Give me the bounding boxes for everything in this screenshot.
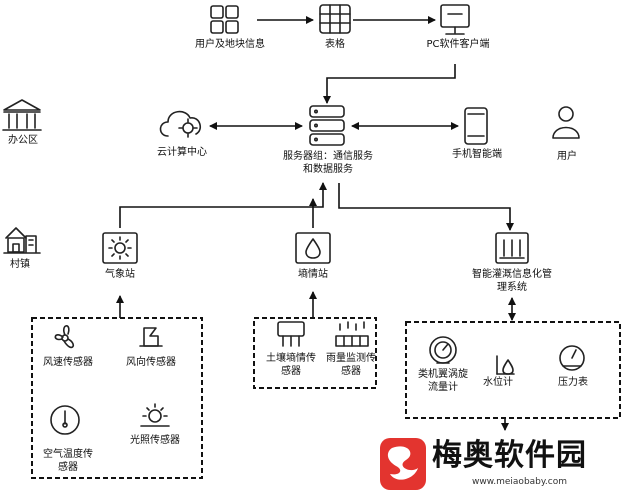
label-wind-direction: 风向传感器 bbox=[126, 357, 176, 368]
dragon-logo-icon bbox=[380, 438, 426, 490]
label-table: 表格 bbox=[325, 39, 345, 50]
rain-gauge-icon bbox=[335, 321, 369, 347]
soil-probe-icon bbox=[277, 321, 305, 347]
fan-icon bbox=[54, 325, 75, 349]
house-icon bbox=[3, 227, 41, 254]
flowmeter-icon bbox=[429, 336, 457, 364]
label-user-plot-info: 用户及地块信息 bbox=[195, 39, 265, 50]
edge-weather-to-server bbox=[119, 182, 327, 228]
sun-icon bbox=[102, 232, 138, 264]
table-icon bbox=[319, 4, 351, 34]
label-turbine-flowmeter: 类机翼涡旋流量计 bbox=[418, 369, 468, 393]
cloud-gear-icon bbox=[159, 110, 202, 138]
soil-sensor-group bbox=[253, 317, 377, 389]
label-weather-station: 气象站 bbox=[105, 269, 135, 280]
server-rack-icon bbox=[309, 105, 345, 146]
label-server-group: 服务器组：通信服务和数据服务 bbox=[283, 151, 373, 175]
label-rain-monitor: 雨量监测传感器 bbox=[326, 353, 376, 377]
water-drop-icon bbox=[295, 232, 331, 264]
label-air-temperature: 空气温度传感器 bbox=[43, 449, 93, 473]
label-irrigation-system: 智能灌溉信息化管理系统 bbox=[472, 269, 552, 293]
control-cabinet-icon bbox=[495, 232, 529, 264]
label-pc-client: PC软件客户端 bbox=[426, 39, 490, 50]
label-mobile: 手机智能端 bbox=[452, 149, 502, 160]
label-soil-moisture: 土壤墒情传感器 bbox=[266, 353, 316, 377]
label-light: 光照传感器 bbox=[130, 435, 180, 446]
thermometer-dial-icon bbox=[50, 405, 80, 435]
label-cloud-center: 云计算中心 bbox=[157, 147, 207, 158]
smartphone-icon bbox=[464, 107, 488, 145]
water-level-icon bbox=[496, 355, 515, 375]
wind-vane-icon bbox=[139, 327, 163, 347]
label-water-level: 水位计 bbox=[483, 377, 513, 388]
label-user: 用户 bbox=[557, 151, 577, 162]
edge-pc-to-server bbox=[323, 64, 456, 104]
watermark-url: www.meiaobaby.com bbox=[472, 477, 568, 487]
watermark: 梅奥软件园 www.meiaobaby.com bbox=[380, 436, 622, 496]
watermark-title: 梅奥软件园 bbox=[432, 438, 587, 473]
irrigation-device-group bbox=[405, 321, 621, 419]
label-wind-speed: 风速传感器 bbox=[43, 357, 93, 368]
light-icon bbox=[140, 403, 170, 427]
label-pressure-gauge: 压力表 bbox=[558, 377, 588, 388]
pressure-gauge-icon bbox=[559, 345, 585, 371]
label-office: 办公区 bbox=[8, 135, 38, 146]
monitor-icon bbox=[440, 4, 470, 35]
building-icon bbox=[2, 99, 42, 131]
label-soil-station: 墒情站 bbox=[298, 269, 328, 280]
label-village: 村镇 bbox=[10, 259, 30, 270]
user-icon bbox=[552, 106, 580, 139]
grid-four-icon bbox=[210, 5, 239, 34]
edge-server-to-irrigation bbox=[338, 183, 514, 231]
weather-sensor-group bbox=[31, 317, 203, 479]
